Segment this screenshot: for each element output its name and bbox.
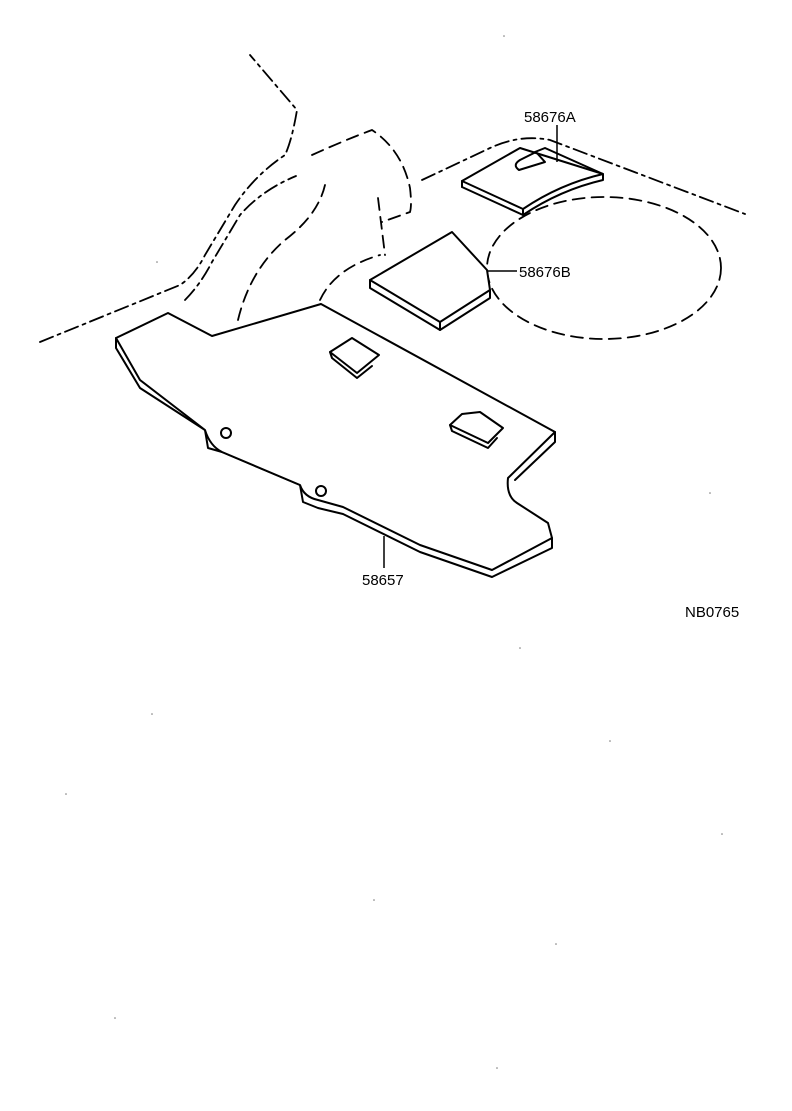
reference-code: NB0765 (685, 604, 739, 621)
pad-58676b (369, 231, 491, 331)
label-58657: 58657 (362, 572, 404, 589)
pad-58676a (461, 147, 604, 216)
body-phantom-outline (39, 54, 746, 343)
spare-tire-well (486, 196, 722, 340)
mat-58657 (115, 303, 556, 578)
label-58676a: 58676A (524, 109, 576, 126)
scan-specks (65, 35, 723, 1069)
label-58676b: 58676B (519, 264, 571, 281)
